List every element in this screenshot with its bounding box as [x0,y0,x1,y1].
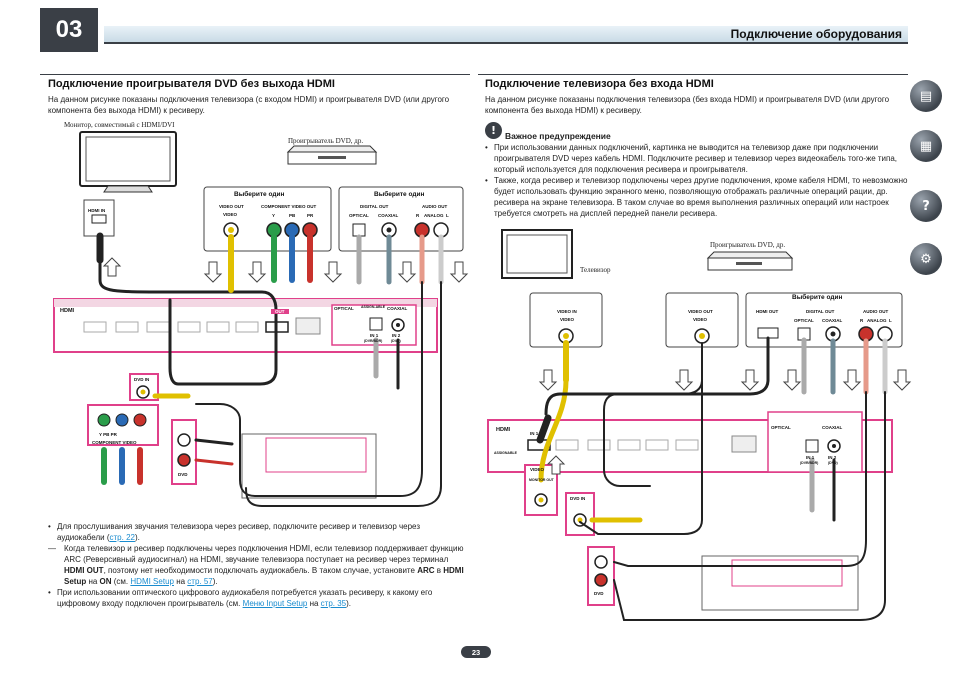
hdmi-setup-link[interactable]: HDMI Setup [130,577,174,586]
chapter-number: 03 [40,8,98,52]
panel-dvr-label-right: (DVR/BDR) [800,461,819,465]
r-label-right: R [860,318,864,323]
player-caption: Проигрыватель DVD, др. [288,137,364,145]
monitor-caption: Монитор, совместимый с HDMI/DVI [64,121,175,129]
l-label: L [446,213,449,218]
coaxial-label: COAXIAL [378,213,399,218]
panel-dvd-label-right: DVD [594,591,604,596]
optical-label-right: OPTICAL [794,318,814,323]
input-setup-link[interactable]: Меню Input Setup [242,599,308,608]
panel-dvd-in-label-right: DVD IN [570,496,586,501]
left-title-rule [40,74,470,75]
component-video-out-label: COMPONENT VIDEO OUT [261,204,317,209]
panel-hdmi-label-right: HDMI [496,427,511,433]
panel-coaxial-label: COAXIAL [387,306,408,311]
pr-label: PR [307,213,314,218]
left-section-title: Подключение проигрывателя DVD без выхода… [48,78,335,90]
panel-in2-label: IN 2 [392,333,401,338]
hdmi-in-label: HDMI IN [88,208,106,213]
panel-assignable-label: ASSIGN-ABLE [361,305,386,309]
video-in-label: VIDEO IN [557,309,577,314]
plugin-icon[interactable]: ⚙ [910,243,942,275]
note-1: Для прослушивания звучания телевизора че… [48,521,468,543]
r-label: R [416,213,420,218]
panel-dvr-label: (DVR/BDR) [364,339,383,343]
panel-assignable-label-right: ASSIGNABLE [494,451,517,455]
panel-out-label: OUT [271,309,289,314]
video-out-label-right: VIDEO OUT [688,309,713,314]
warning-item-1: При использовании данных подключений, ка… [485,142,910,175]
panel-in2-label-right: IN 2 [828,455,837,460]
left-intro: На данном рисунке показаны подключения т… [48,95,450,115]
l-label-right: L [889,318,892,323]
panel-component-label: COMPONENT VIDEO [92,440,137,445]
coaxial-label-right: COAXIAL [822,318,843,323]
left-notes: Для прослушивания звучания телевизора че… [48,521,468,609]
panel-hdmi-label: HDMI [60,308,75,314]
page-57-link[interactable]: стр. 57 [187,577,213,586]
panel-optical-label-right: OPTICAL [771,425,791,430]
panel-ypbpr-label: Y PB PR [99,432,117,437]
note-2: При использовании оптического цифрового … [48,587,468,609]
panel-coaxial-label-right: COAXIAL [822,425,843,430]
header-title: Подключение оборудования [730,27,902,41]
page-35-link[interactable]: стр. 35 [320,599,347,608]
panel-dvd-label: DVD [178,472,188,477]
audio-out-label-right: AUDIO OUT [863,309,889,314]
panel-dvd-small-label: (DVD) [391,339,401,343]
right-title-rule [478,74,908,75]
hdmi-out-label: HDMI OUT [756,309,779,314]
choose-one-label: Выберите один [234,191,285,198]
panel-dvd-in-label: DVD IN [134,377,150,382]
optical-label: OPTICAL [349,213,369,218]
player-caption-right: Проигрыватель DVD, др. [710,241,786,249]
choose-one-label-right: Выберите один [792,294,843,301]
right-section-title: Подключение телевизора без входа HDMI [485,78,714,90]
panel-in1-label-right: IN 1 [530,431,539,436]
book-icon[interactable]: ▤ [910,80,942,112]
note-1-sub: — Когда телевизор и ресивер подключены ч… [48,544,464,586]
header-bar: Подключение оборудования [104,26,908,44]
panel-dvd-small-label-right: (DVD) [828,461,838,465]
warning-title: Важное предупреждение [505,131,611,141]
right-intro: На данном рисунке показаны подключения т… [485,95,890,115]
warning-list: При использовании данных подключений, ка… [485,142,910,219]
video-label-player: VIDEO [693,317,708,322]
page-number: 23 [461,646,491,658]
panel-optical-label: OPTICAL [334,306,354,311]
analog-label: ANALOG [424,213,444,218]
remote-icon[interactable]: ▦ [910,130,942,162]
digital-out-label: DIGITAL OUT [360,204,389,209]
warning-item-2: Также, когда ресивер и телевизор подключ… [485,175,910,219]
video-out-label: VIDEO OUT [219,204,244,209]
panel-video-label: VIDEO [530,467,545,472]
panel-in1-label: IN 1 [370,333,379,338]
y-label: Y [272,213,276,218]
analog-label-right: ANALOG [867,318,887,323]
tv-caption: Телевизор [580,266,611,274]
page-22-link[interactable]: стр. 22 [109,533,135,542]
video-label: VIDEO [223,212,238,217]
audio-out-label: AUDIO OUT [422,204,448,209]
digital-out-label-right: DIGITAL OUT [806,309,835,314]
panel-monitor-out-label: MONITOR OUT [529,478,554,482]
help-icon[interactable]: ? [910,190,942,222]
video-label-tv: VIDEO [560,317,575,322]
pb-label: PB [289,213,296,218]
panel-in1-label-right-opt: IN 1 [806,455,815,460]
choose-one-label-2: Выберите один [374,191,425,198]
warning-icon: ! [485,122,502,139]
